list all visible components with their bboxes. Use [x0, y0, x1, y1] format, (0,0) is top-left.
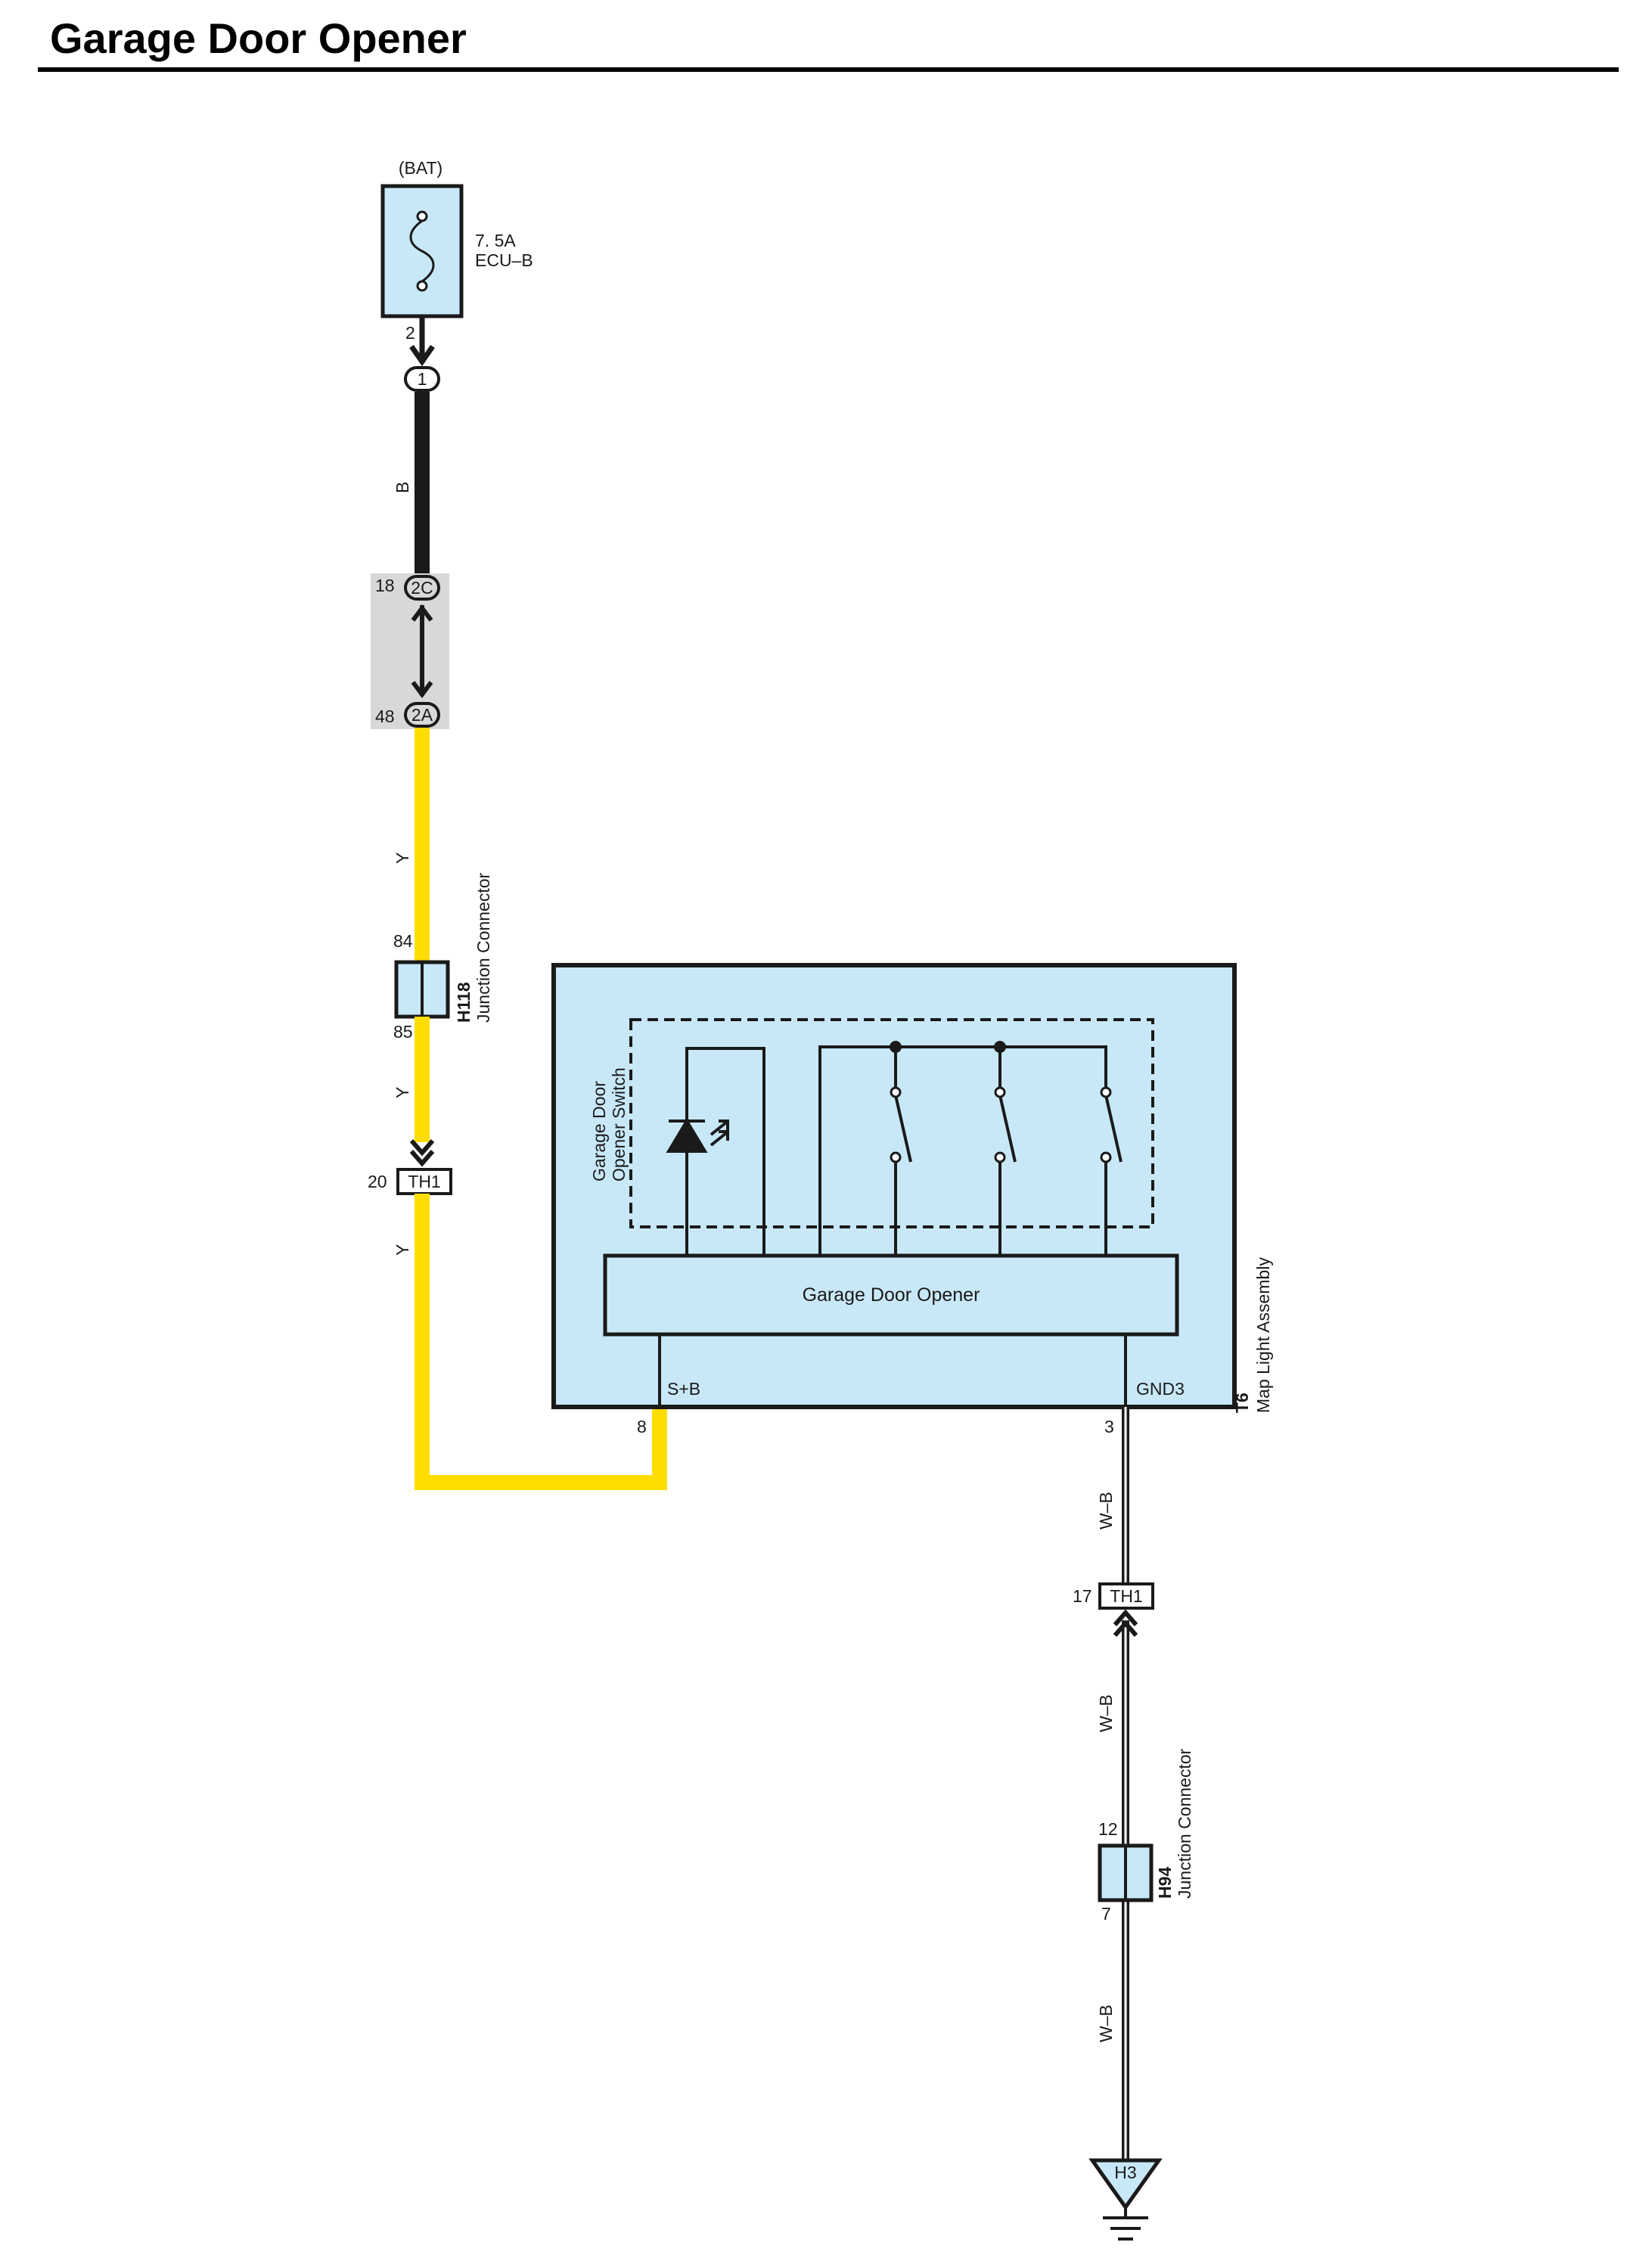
switch-2-bottom: [994, 1151, 1006, 1163]
pin-sb-num: 8: [637, 1417, 647, 1436]
pin-sb: S+B: [667, 1379, 700, 1399]
jb-arrow-down: [411, 681, 433, 698]
switch-label-1: Garage Door: [589, 1081, 609, 1182]
jb-top-pin: 18: [375, 576, 395, 595]
th1-top-connector: [396, 1168, 452, 1195]
th1-top-arrows: [409, 1139, 435, 1167]
fuse-name: ECU–B: [475, 250, 533, 270]
switch-contacts: [818, 1045, 1123, 1256]
page-title: Garage Door Opener: [50, 14, 467, 62]
th1-top-label: TH1: [408, 1172, 440, 1191]
h94-pin-in: 12: [1098, 1819, 1118, 1839]
h118-id: H118: [454, 982, 474, 1023]
garage-door-opener-module: [603, 1253, 1179, 1337]
wire-wb-label-3: W–B: [1096, 2005, 1116, 2042]
switch-node-2: [994, 1041, 1006, 1053]
wire-y-label-2: Y: [393, 1087, 412, 1098]
t6-id: T6: [1232, 1393, 1252, 1413]
pin-gnd-num: 3: [1104, 1417, 1114, 1436]
ground-bars: [1103, 2207, 1148, 2241]
wire-wb-label-1: W–B: [1096, 1492, 1116, 1529]
t6-name: Map Light Assembly: [1253, 1257, 1273, 1413]
wire-b-label: B: [393, 482, 412, 493]
switch-1-bottom: [890, 1151, 902, 1163]
jb-bottom-conn-label: 2A: [411, 705, 433, 725]
switch-1-top: [890, 1086, 902, 1098]
pin-gnd: GND3: [1136, 1379, 1185, 1399]
connector-1: [404, 366, 440, 392]
wire-y-3: [415, 1194, 667, 1490]
switch-3-bottom: [1100, 1151, 1112, 1163]
led-indicator: [666, 1047, 765, 1256]
connector-1-label: 1: [418, 369, 427, 389]
th1-top-pin: 20: [368, 1172, 387, 1191]
jb-bottom-connector: [404, 702, 440, 728]
wire-y-label-3: Y: [393, 1244, 412, 1256]
h118-pin-out: 85: [393, 1022, 413, 1042]
switch-label-2: Opener Switch: [609, 1067, 629, 1182]
switch-2-top: [994, 1086, 1006, 1098]
switch-node-1: [890, 1041, 902, 1053]
h94-id: H94: [1155, 1867, 1175, 1899]
arrow-fuse-out: [409, 344, 435, 367]
jb-top-conn-label: 2C: [411, 578, 433, 598]
th1-bottom-pin: 17: [1073, 1586, 1092, 1606]
th1-bottom-arrows: [1113, 1609, 1138, 1637]
ground-symbol: [1088, 2158, 1163, 2211]
fuse-pin: 2: [405, 323, 415, 343]
h118-name: Junction Connector: [474, 872, 493, 1023]
wire-y-label-1: Y: [393, 852, 412, 864]
jb-arrow-up: [411, 604, 433, 622]
junction-block: [371, 573, 449, 729]
fuse-symbol: [409, 210, 435, 292]
th1-bottom-connector: [1098, 1582, 1154, 1610]
bat-label: (BAT): [399, 158, 442, 178]
jb-bottom-pin: 48: [375, 706, 395, 726]
switch-dashed-box: [629, 1018, 1154, 1228]
switch-3-top: [1100, 1086, 1112, 1098]
th1-bottom-label: TH1: [1110, 1586, 1142, 1606]
fuse-rating: 7. 5A: [475, 231, 516, 250]
ground-label: H3: [1114, 2163, 1136, 2182]
h118-pin-in: 84: [393, 931, 413, 951]
h94-pin-out: 7: [1101, 1904, 1111, 1924]
h94-name: Junction Connector: [1175, 1748, 1194, 1899]
opener-label: Garage Door Opener: [803, 1284, 980, 1306]
wire-wb-label-2: W–B: [1096, 1694, 1116, 1732]
jb-top-connector: [404, 575, 440, 601]
